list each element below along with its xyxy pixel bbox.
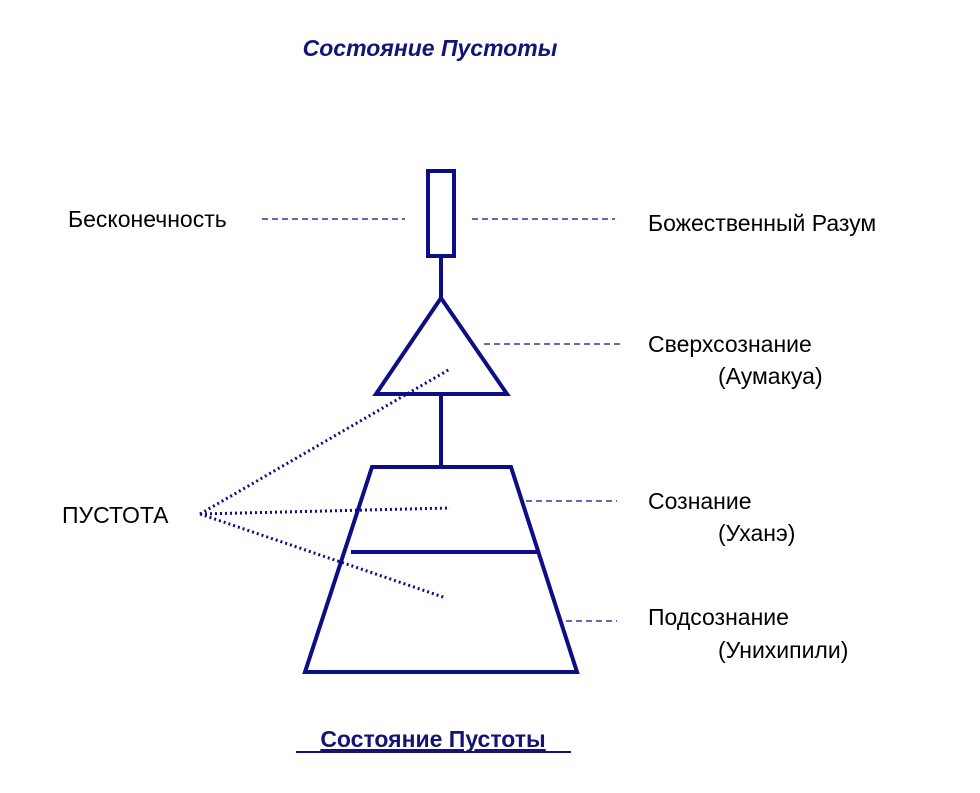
label-subconscious-sub: (Унихипили) [718, 637, 848, 663]
label-subconscious: Подсознание [648, 604, 789, 630]
label-conscious: Сознание [648, 488, 752, 514]
label-conscious-sub: (Уханэ) [718, 520, 795, 546]
label-superconscious: Сверхсознание [648, 331, 812, 357]
void-line-middle [199, 506, 451, 516]
void-line-lower [199, 512, 447, 600]
bottom-trapezoid [302, 465, 580, 674]
label-void: ПУСТОТА [62, 502, 169, 528]
diagram-title-bottom: Состояние Пустоты [320, 726, 545, 752]
label-divine-mind: Божественный Разум [648, 210, 876, 236]
pyramid [302, 169, 580, 674]
middle-triangle [372, 294, 511, 396]
dashed-connectors [262, 218, 620, 622]
top-rectangle [426, 169, 456, 258]
void-lines [199, 367, 451, 600]
void-line-upper [199, 367, 451, 516]
label-infinity: Бесконечность [68, 206, 227, 232]
diagram-title-top: Состояние Пустоты [303, 35, 558, 61]
label-superconscious-sub: (Аумакуа) [718, 363, 823, 389]
